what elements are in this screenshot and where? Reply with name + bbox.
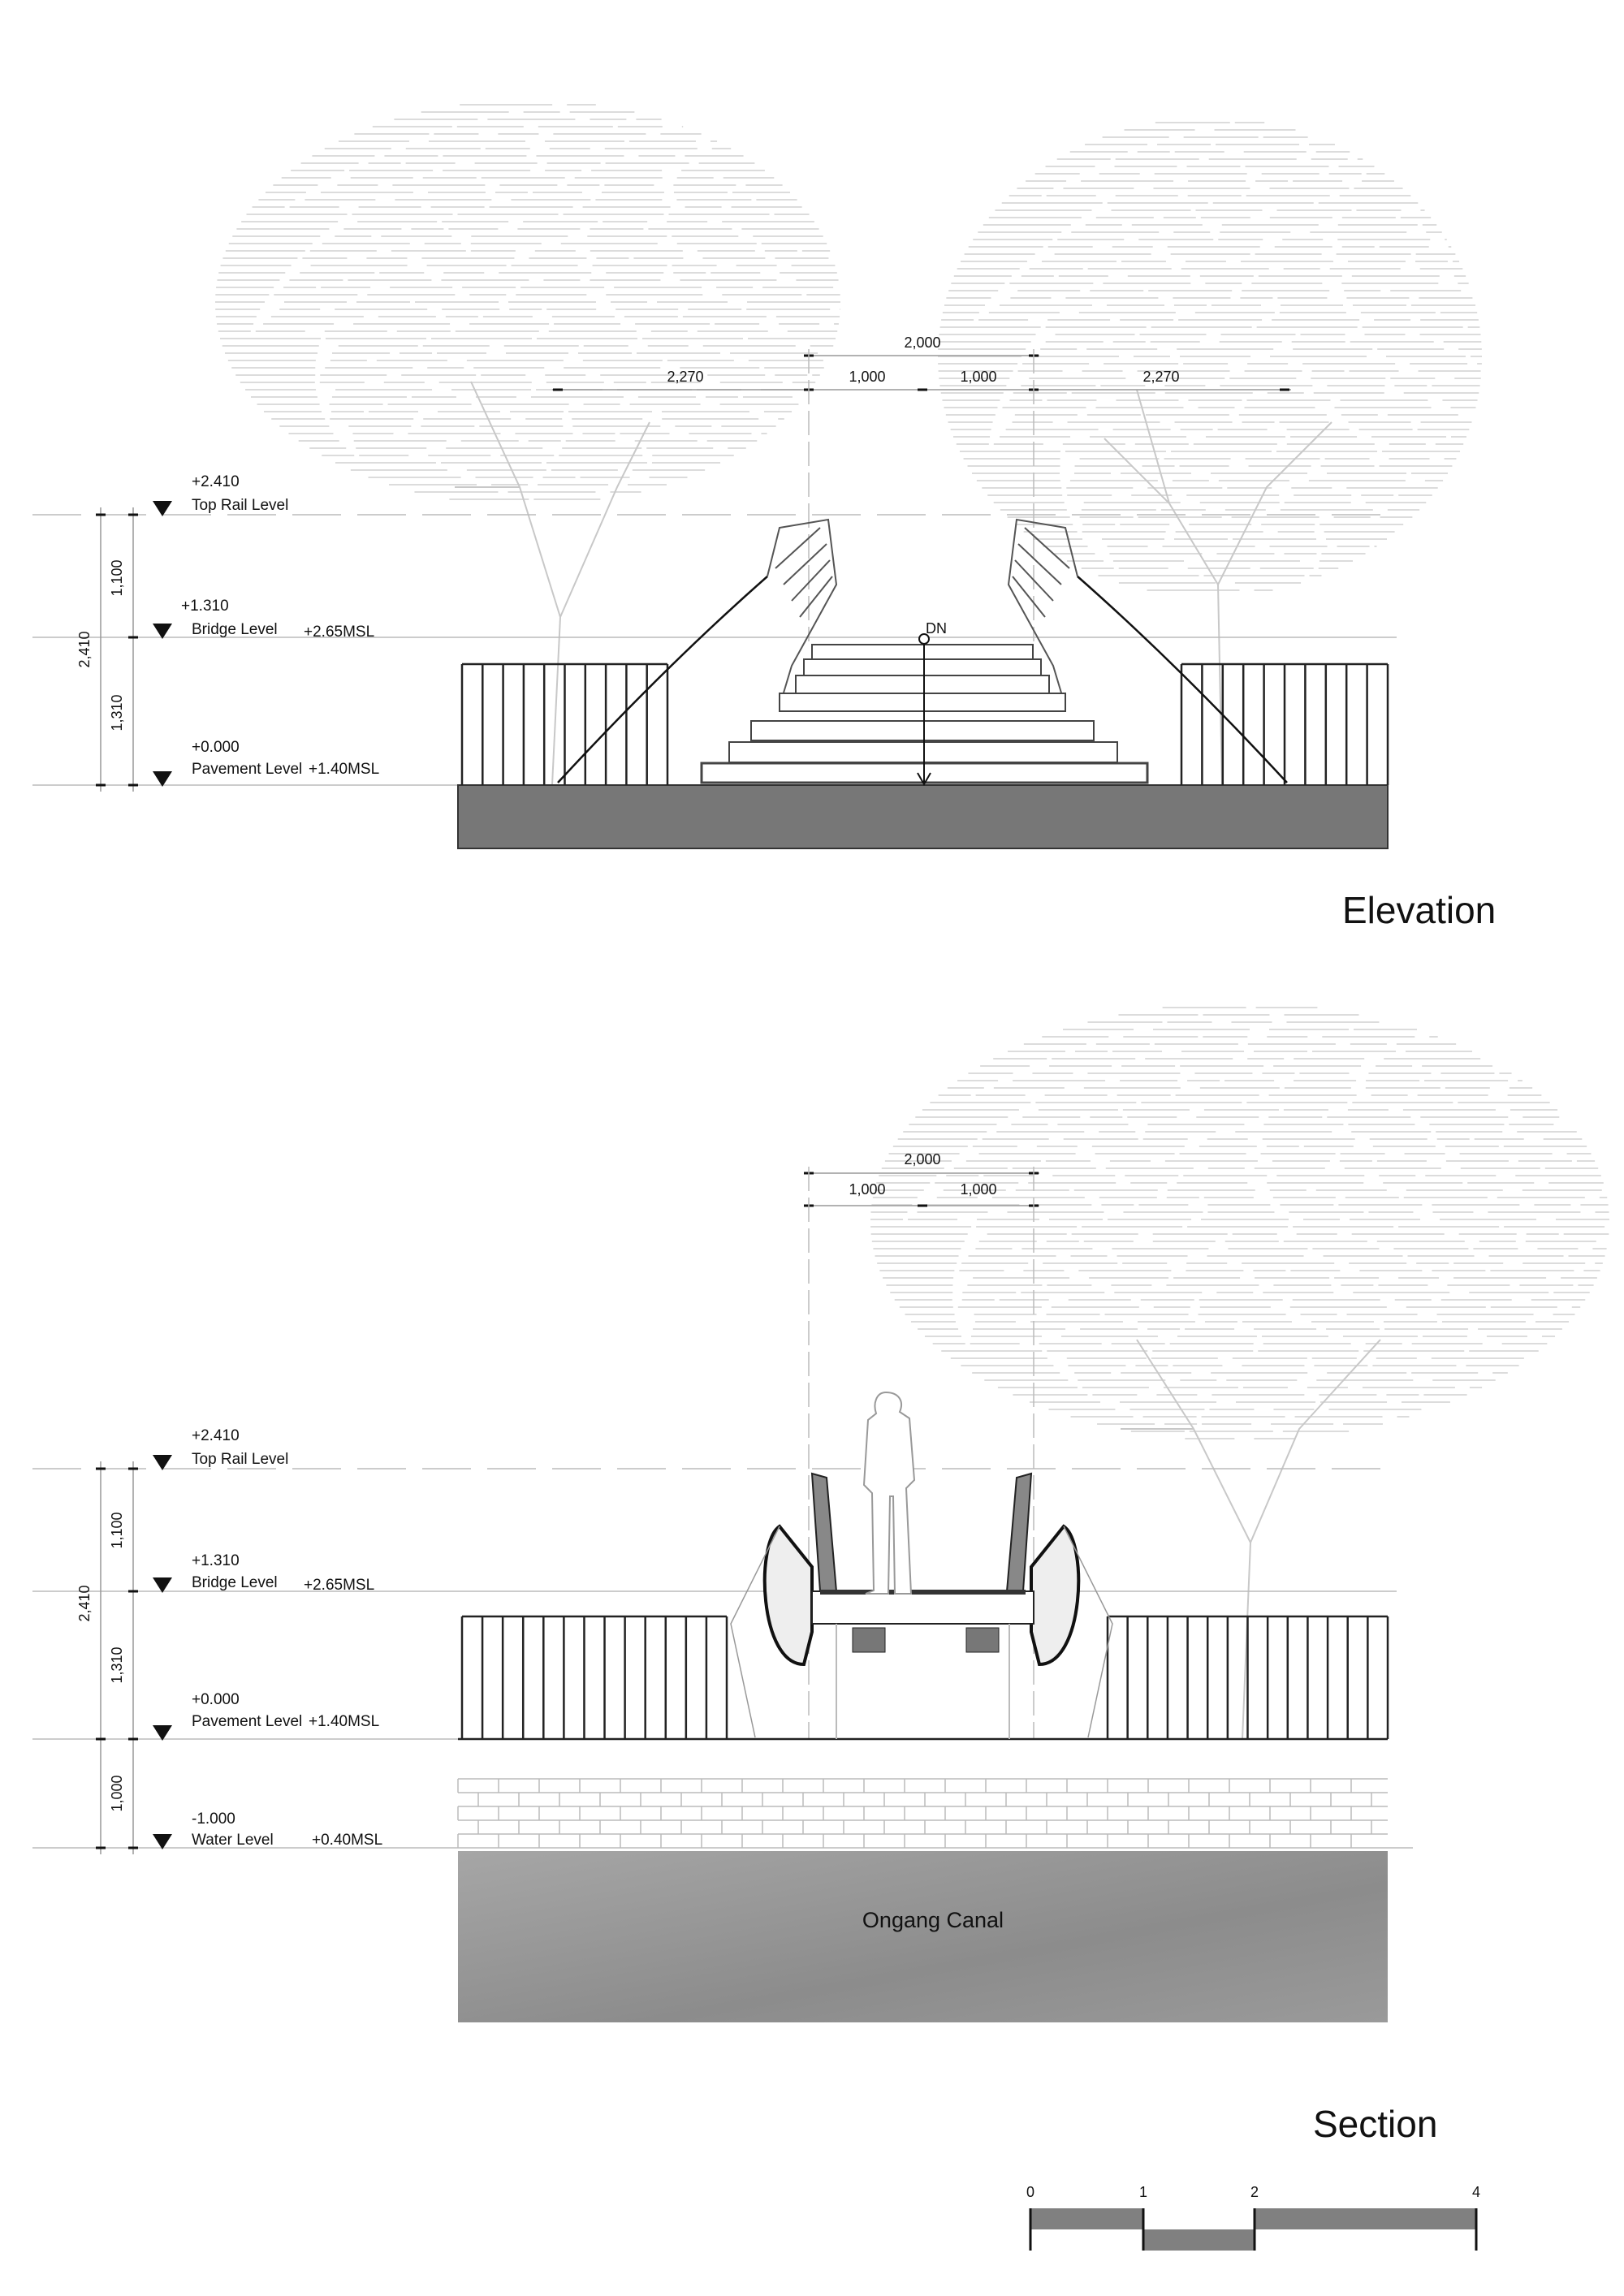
- dim-1100: 1,100: [109, 559, 125, 596]
- tree-canopy: [870, 1007, 1609, 1439]
- section-title: Section: [1313, 2103, 1437, 2145]
- scale-label: 2: [1250, 2184, 1259, 2200]
- level-value: +0.000: [192, 1691, 240, 1708]
- fence-right: [1180, 662, 1389, 785]
- dim-2000: 2,000: [904, 334, 940, 351]
- ground-slab: [457, 784, 1389, 849]
- canal-brick-wall: [457, 1778, 1388, 1848]
- level-triangle-icon: [153, 624, 172, 639]
- level-msl: +2.65MSL: [304, 1577, 374, 1594]
- level-msl: +2.65MSL: [304, 624, 374, 641]
- dim-1000: 1,000: [109, 1775, 125, 1811]
- level-triangle-icon: [153, 1725, 172, 1741]
- fence-left: [460, 662, 669, 785]
- dim-2270-right: 2,270: [1142, 369, 1179, 385]
- scale-bar: 0 1 2 4: [1026, 2184, 1480, 2251]
- dim-1000-left: 1,000: [849, 369, 885, 385]
- level-triangle-icon: [153, 501, 172, 516]
- level-triangle-icon: [153, 1455, 172, 1470]
- level-value: +1.310: [181, 598, 229, 615]
- tree-trunk: [1104, 389, 1332, 786]
- level-name: Water Level: [192, 1832, 274, 1849]
- human-figure: [862, 1391, 916, 1595]
- level-name: Top Rail Level: [192, 497, 288, 514]
- stair-railing-left: [767, 518, 838, 707]
- level-triangle-icon: [153, 1834, 172, 1849]
- dim-1000-left: 1,000: [849, 1181, 885, 1198]
- scale-label: 0: [1026, 2184, 1034, 2200]
- dim-2410: 2,410: [76, 631, 93, 667]
- arrow-head-icon: [917, 772, 931, 787]
- scale-segment: [1255, 2208, 1476, 2229]
- level-value: +1.310: [192, 1552, 240, 1569]
- elevation-title: Elevation: [1342, 889, 1496, 931]
- bridge-arch-left: [557, 576, 768, 783]
- fence-right: [1106, 1615, 1389, 1739]
- dim-2270-left: 2,270: [667, 369, 703, 385]
- level-name: Pavement Level: [192, 761, 302, 778]
- dim-1310: 1,310: [109, 1646, 125, 1683]
- dim-1310: 1,310: [109, 694, 125, 731]
- level-triangle-icon: [153, 771, 172, 787]
- scale-segment: [1143, 2229, 1255, 2251]
- level-msl: +0.40MSL: [312, 1832, 382, 1849]
- stair-direction-label: DN: [926, 620, 947, 637]
- elevation-drawing: 1,100 1,310 2,410 +2.410 Top Rail Level …: [32, 334, 1496, 931]
- level-msl: +1.40MSL: [309, 1713, 379, 1730]
- level-value: +2.410: [192, 1427, 240, 1444]
- dim-2410: 2,410: [76, 1585, 93, 1621]
- stair-railing-right: [1007, 518, 1078, 707]
- dim-1000-right: 1,000: [960, 369, 996, 385]
- level-triangle-icon: [153, 1577, 172, 1593]
- tree-trunk: [1121, 1339, 1381, 1740]
- tree-canopy: [938, 122, 1482, 591]
- canal-water: [458, 1851, 1388, 2022]
- level-value: -1.000: [192, 1810, 235, 1828]
- level-msl: +1.40MSL: [309, 761, 379, 778]
- tree-trunk: [455, 381, 650, 786]
- bridge-cross-section: [730, 1472, 1113, 1739]
- tree-backgrounds: [215, 104, 1609, 1740]
- canal-label: Ongang Canal: [862, 1908, 1004, 1932]
- level-name: Top Rail Level: [192, 1451, 288, 1468]
- level-value: +2.410: [192, 473, 240, 490]
- level-name: Pavement Level: [192, 1713, 302, 1730]
- dim-1000-right: 1,000: [960, 1181, 996, 1198]
- dim-1100: 1,100: [109, 1512, 125, 1548]
- scale-label: 4: [1472, 2184, 1480, 2200]
- level-name: Bridge Level: [192, 621, 278, 638]
- section-drawing: 1,100 1,310 1,000 2,410 +2.410 Top Rail …: [32, 1151, 1437, 2145]
- level-value: +0.000: [192, 739, 240, 756]
- bridge-arch-right: [1077, 576, 1288, 783]
- dim-2000: 2,000: [904, 1151, 940, 1167]
- tree-canopy: [215, 104, 840, 500]
- scale-segment: [1030, 2208, 1143, 2229]
- level-name: Bridge Level: [192, 1574, 278, 1591]
- fence-left: [460, 1615, 728, 1739]
- scale-label: 1: [1139, 2184, 1147, 2200]
